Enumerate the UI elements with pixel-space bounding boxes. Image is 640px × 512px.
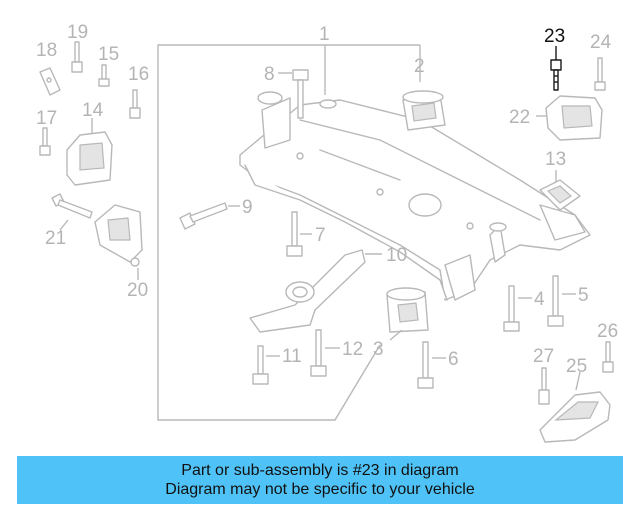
part-16-bolt[interactable]: [129, 89, 141, 119]
part-12-bolt[interactable]: [310, 329, 340, 377]
callout-5: 5: [578, 285, 589, 306]
info-banner: Part or sub-assembly is #23 in diagram D…: [17, 456, 623, 504]
callout-22: 22: [509, 107, 530, 128]
parts-diagram: 1 2 3 4 5 6 7 8 9 10 11 12 13 14 15 16 1…: [36, 22, 618, 443]
part-4-bolt[interactable]: [503, 285, 532, 332]
callout-25: 25: [566, 356, 587, 377]
part-19-bolt[interactable]: [71, 41, 83, 73]
part-11-bolt[interactable]: [252, 345, 280, 385]
callout-23-highlighted: 23: [544, 26, 565, 47]
callout-9: 9: [242, 197, 253, 218]
callout-21: 21: [45, 228, 66, 249]
part-14-mount[interactable]: [66, 118, 113, 186]
callout-1: 1: [319, 24, 330, 45]
part-10-torque-rod[interactable]: [249, 249, 382, 333]
part-26-bolt[interactable]: [602, 341, 614, 373]
part-22-mount[interactable]: [536, 95, 603, 141]
callout-4: 4: [534, 289, 545, 310]
part-5-bolt[interactable]: [547, 275, 576, 327]
callout-11: 11: [282, 346, 302, 367]
callout-10: 10: [386, 245, 407, 266]
callout-3: 3: [373, 339, 384, 360]
part-9-bolt[interactable]: [179, 202, 240, 230]
part-24-bolt[interactable]: [594, 57, 606, 91]
part-7-bolt[interactable]: [286, 211, 312, 257]
part-13-plate[interactable]: [539, 170, 581, 211]
callout-6: 6: [448, 349, 459, 370]
banner-line-1: Part or sub-assembly is #23 in diagram: [181, 462, 459, 479]
part-8-bolt[interactable]: [278, 69, 309, 119]
part-27-bolt[interactable]: [538, 367, 550, 405]
callout-14: 14: [82, 100, 104, 121]
callout-24: 24: [590, 32, 612, 53]
callout-13: 13: [545, 149, 566, 170]
callout-8: 8: [264, 64, 275, 85]
part-20-mount[interactable]: [94, 204, 143, 280]
part-23-bolt-highlighted[interactable]: [550, 46, 562, 91]
part-17-bolt[interactable]: [39, 127, 51, 156]
callout-2: 2: [414, 56, 425, 77]
banner-line-2: Diagram may not be specific to your vehi…: [165, 481, 475, 498]
callout-15: 15: [98, 44, 119, 65]
callout-19: 19: [67, 22, 88, 43]
part-21-bolt[interactable]: [51, 193, 93, 231]
part-6-bolt[interactable]: [417, 341, 446, 389]
callout-17: 17: [36, 108, 57, 129]
part-18-bracket[interactable]: [39, 67, 61, 96]
part-25-bracket[interactable]: [539, 371, 611, 443]
callout-26: 26: [597, 321, 618, 342]
callout-20: 20: [127, 280, 148, 301]
part-3-bushing[interactable]: [386, 287, 429, 341]
callout-16: 16: [128, 64, 149, 85]
assembly-bracket: [157, 44, 381, 421]
callout-27: 27: [533, 346, 554, 367]
callout-18: 18: [36, 40, 57, 61]
callout-7: 7: [315, 225, 326, 246]
part-15-bolt[interactable]: [98, 64, 110, 87]
part-2-bushing[interactable]: [402, 90, 446, 131]
callout-12: 12: [342, 339, 363, 360]
